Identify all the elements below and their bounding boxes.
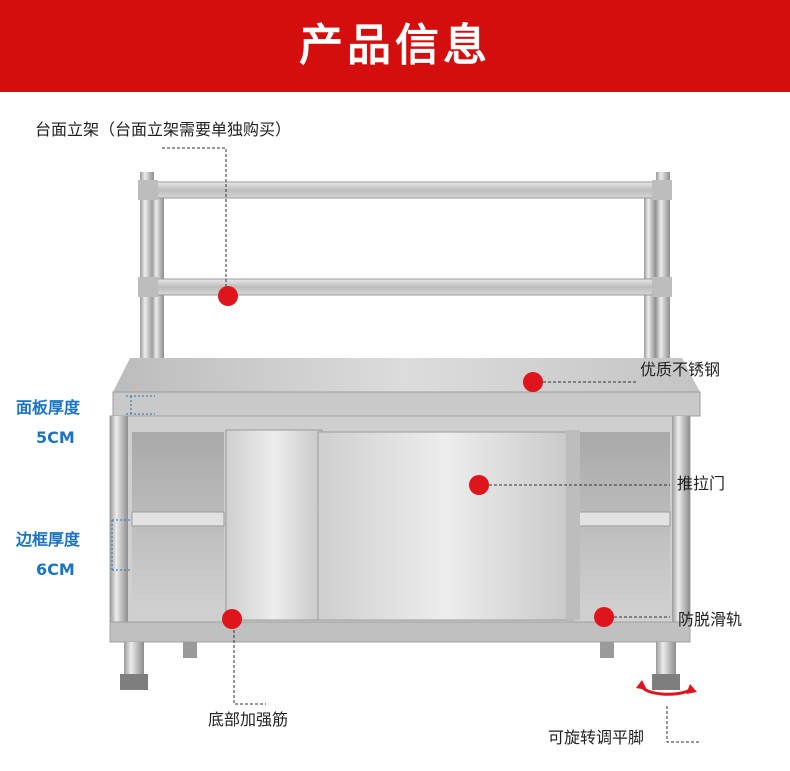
marker-dot (469, 475, 489, 495)
marker-dot (218, 286, 238, 306)
panel-thickness-label: 面板厚度 (16, 398, 81, 417)
label-foot: 可旋转调平脚 (548, 728, 645, 747)
label-base: 底部加强筋 (208, 710, 289, 729)
label-shelf: 台面立架（台面立架需要单独购买） (35, 120, 292, 139)
frame-thickness-label: 边框厚度 (16, 530, 81, 549)
marker-dot (594, 607, 614, 627)
marker-dot (222, 609, 242, 629)
label-steel: 优质不锈钢 (640, 360, 721, 379)
header-banner: 产品信息 (0, 0, 790, 92)
label-rail: 防脱滑轨 (678, 610, 743, 629)
panel-thickness-value: 5CM (36, 428, 75, 447)
label-door: 推拉门 (677, 474, 726, 493)
frame-thickness-value: 6CM (36, 560, 75, 579)
page-title: 产品信息 (299, 20, 491, 71)
marker-dot (523, 372, 543, 392)
